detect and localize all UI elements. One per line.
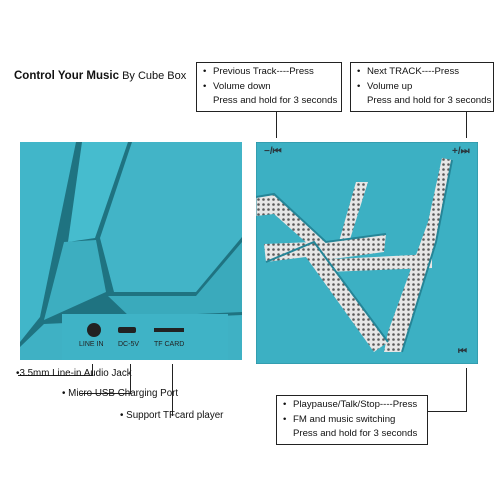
callout-next-leader [466,112,467,138]
usb-port [118,327,136,333]
jack-leader-v [92,364,93,376]
callout-previous: •Previous Track----Press •Volume down Pr… [196,62,342,112]
next-control-icon[interactable]: +/⏭ [452,146,470,157]
callout-previous-line-2: Volume down [213,80,271,92]
cube-left [20,142,242,360]
port-label-dc: DC-5V [118,341,140,348]
port-label-line-in: LINE IN [79,341,104,348]
tf-leader-v [172,364,173,416]
title-bold: Control Your Music [14,70,119,82]
callout-previous-line-3: Press and hold for 3 seconds [213,95,338,106]
callout-play-line-3: Press and hold for 3 seconds [293,428,418,439]
tf-slot [154,328,184,332]
usb-leader-v [130,364,131,394]
callout-previous-leader [276,112,277,138]
title-rest: By Cube Box [122,70,187,82]
prev-control-icon[interactable]: −/⏮ [264,146,282,157]
port-note-tf: • Support TFcard player [120,410,224,421]
callout-next-line-2: Volume up [367,80,413,92]
cube-right [256,142,478,364]
port-label-tf: TF CARD [154,341,185,348]
page-title: Control Your Music By Cube Box [14,70,186,82]
callout-play-leader-h [428,411,466,412]
callout-previous-line-1: Previous Track----Press [213,66,314,77]
callout-play: •Playpause/Talk/Stop----Press •FM and mu… [276,395,428,445]
callout-next-line-1: Next TRACK----Press [367,66,460,77]
jack-leader-h [18,375,93,376]
port-note-usb: • Micro USB Charging Port [62,388,179,399]
callout-play-line-1: Playpause/Talk/Stop----Press [293,399,418,410]
callout-play-line-2: FM and music switching [293,413,396,425]
line-in-jack [87,323,101,337]
callout-next: •Next TRACK----Press •Volume up Press an… [350,62,494,112]
callout-next-line-3: Press and hold for 3 seconds [367,95,492,106]
usb-leader-h [80,393,131,394]
callout-play-leader-v [466,368,467,412]
play-control-icon[interactable]: ⏮ [458,346,467,357]
port-note-jack: •3.5mm Line-in Audio Jack [16,368,132,379]
